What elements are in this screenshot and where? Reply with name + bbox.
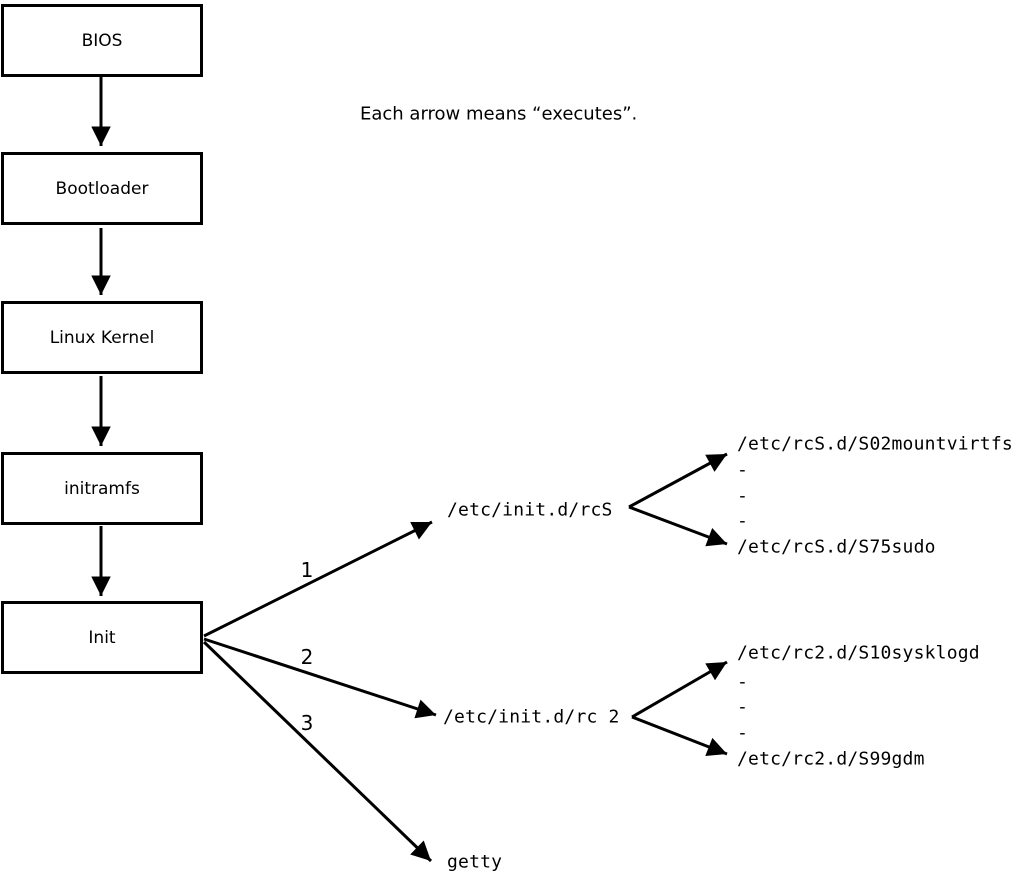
node-etc-init-d-rcS: /etc/init.d/rcS <box>447 499 613 521</box>
box-init-label: Init <box>88 627 116 648</box>
box-init: Init <box>1 601 203 674</box>
branch-1-number: 1 <box>300 558 314 582</box>
box-linux-kernel-label: Linux Kernel <box>49 327 155 348</box>
branch-2-number: 2 <box>300 645 314 669</box>
box-initramfs-label: initramfs <box>64 478 140 499</box>
box-initramfs: initramfs <box>1 452 203 525</box>
box-linux-kernel: Linux Kernel <box>1 301 203 374</box>
node-rcS-S02mountvirtfs: /etc/rcS.d/S02mountvirtfs <box>737 433 1013 455</box>
branch-3-number: 3 <box>300 711 314 735</box>
node-rc2-S99gdm: /etc/rc2.d/S99gdm <box>737 748 925 770</box>
rc2-ellipsis-dash-1: - <box>737 671 749 693</box>
arrow-rc2-to-S99gdm <box>631 715 728 757</box>
box-bios: BIOS <box>1 4 203 77</box>
node-etc-init-d-rc2: /etc/init.d/rc 2 <box>443 706 620 728</box>
arrow-init-to-getty <box>202 640 433 863</box>
rcS-ellipsis-dash-3: - <box>737 510 749 532</box>
rc2-ellipsis-dash-2: - <box>737 696 749 718</box>
arrow-rcS-to-S02mountvirtfs <box>628 452 728 509</box>
arrow-init-to-rcS <box>203 520 433 638</box>
rcS-ellipsis-dash-1: - <box>737 459 749 481</box>
note-executes: Each arrow means “executes”. <box>360 103 638 125</box>
rcS-ellipsis-dash-2: - <box>737 485 749 507</box>
arrow-init-to-rc2 <box>203 637 437 719</box>
arrow-rc2-to-S10sysklogd <box>631 660 728 719</box>
node-getty: getty <box>447 851 503 873</box>
node-rcS-S75sudo: /etc/rcS.d/S75sudo <box>737 536 936 558</box>
arrow-rcS-to-S75sudo <box>628 505 728 547</box>
node-rc2-S10sysklogd: /etc/rc2.d/S10sysklogd <box>737 642 980 664</box>
rc2-ellipsis-dash-3: - <box>737 722 749 744</box>
box-bios-label: BIOS <box>81 30 123 51</box>
box-bootloader-label: Bootloader <box>55 178 149 199</box>
box-bootloader: Bootloader <box>1 152 203 225</box>
